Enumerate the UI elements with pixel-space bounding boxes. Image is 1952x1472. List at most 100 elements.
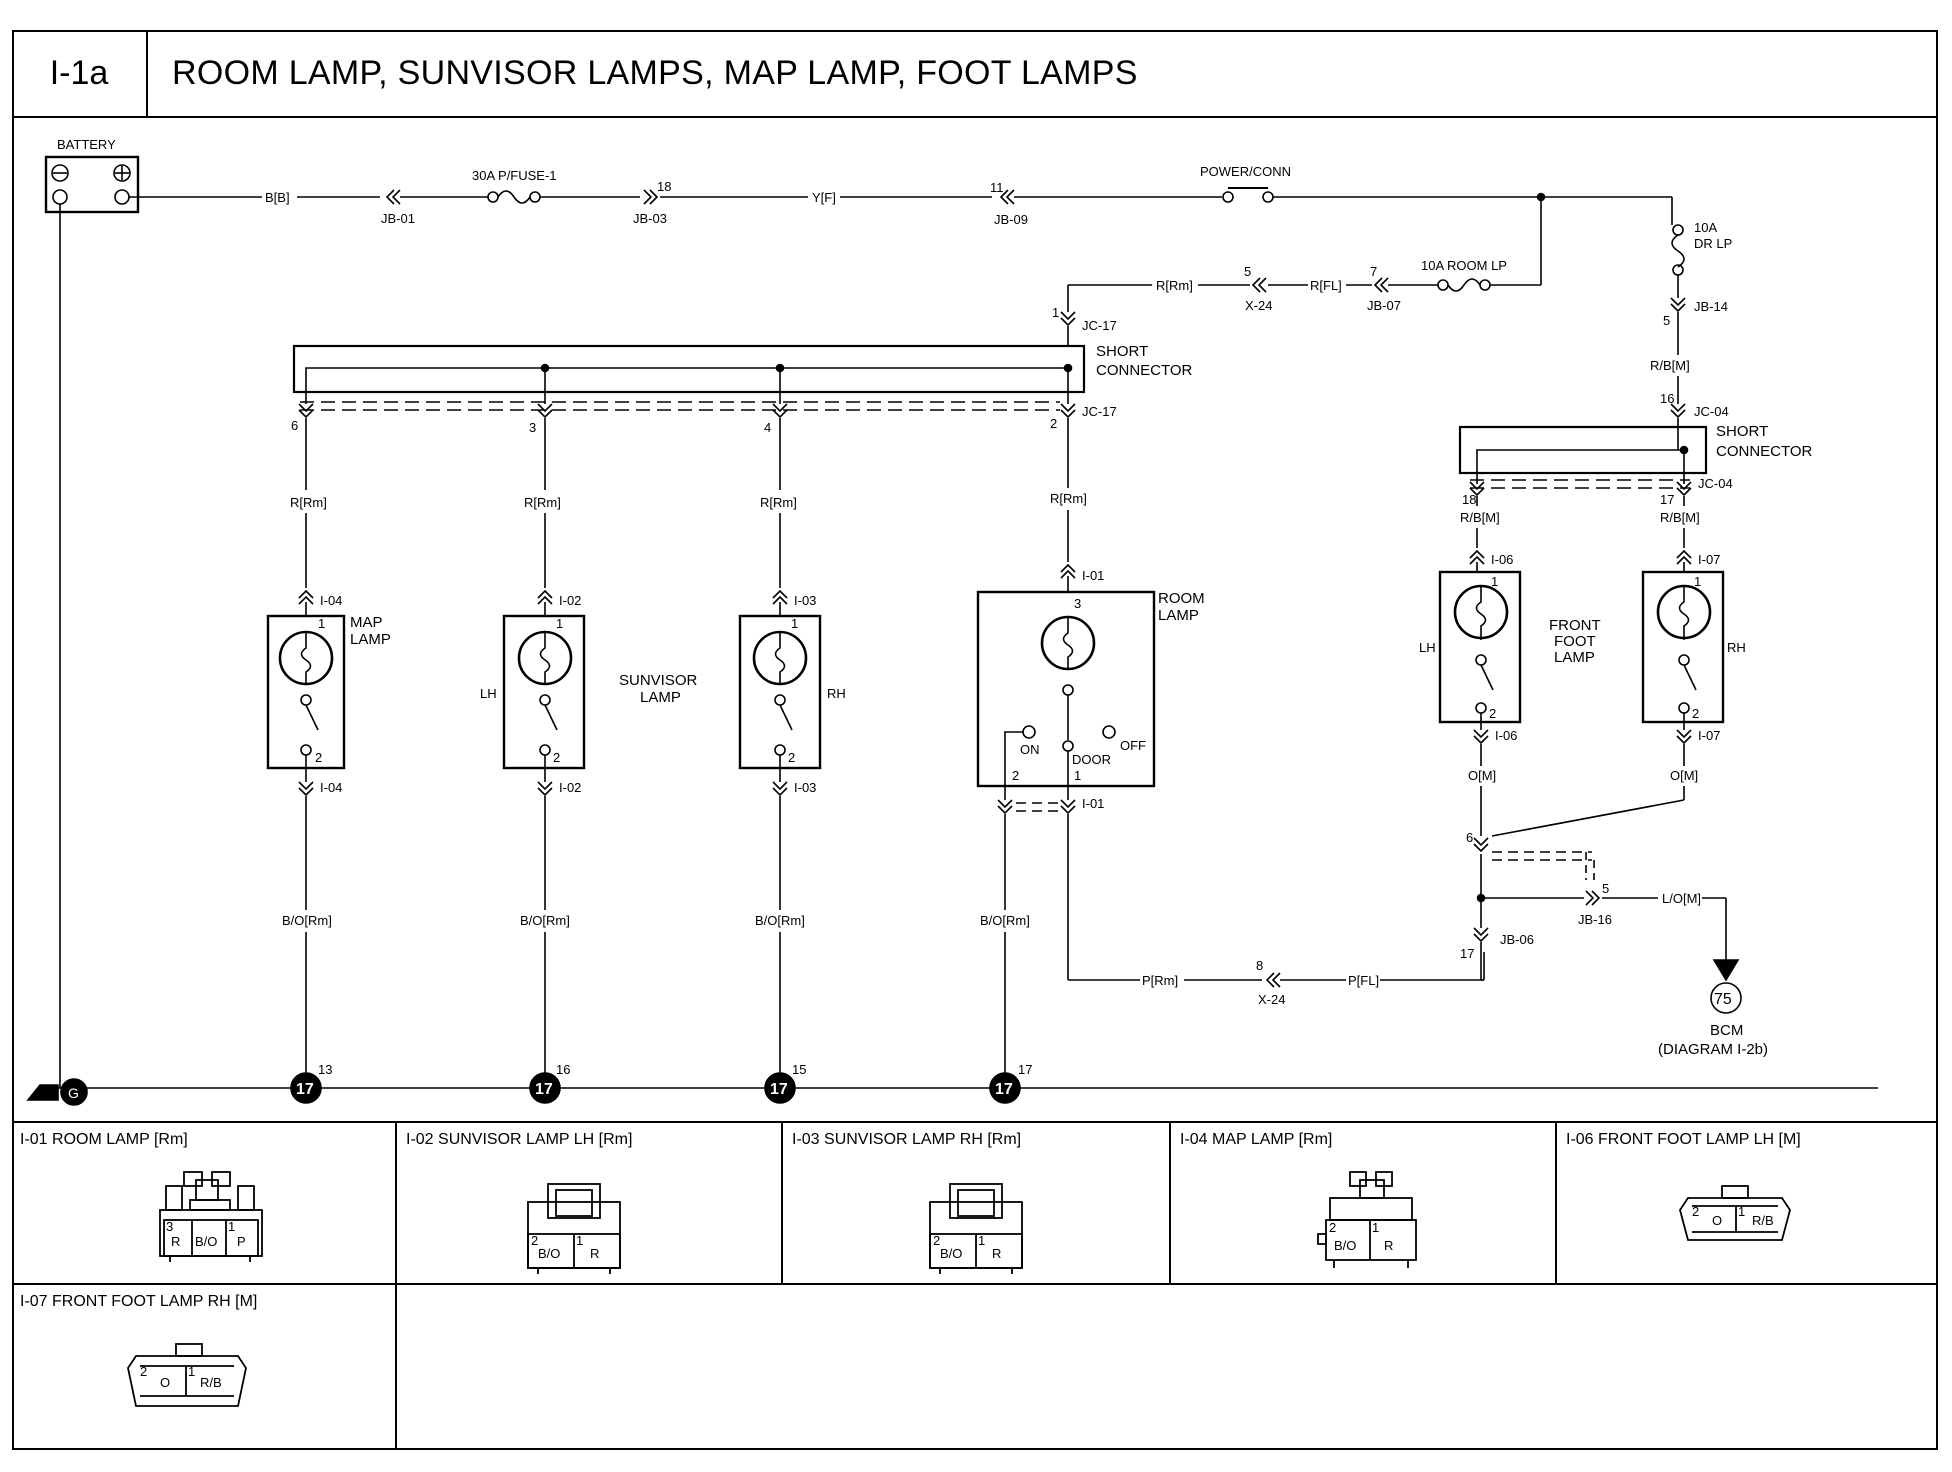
wire-lom-label: L/O[M] xyxy=(1662,891,1701,906)
sv-rh-pin1: 1 xyxy=(791,616,798,631)
jb06-connector xyxy=(1473,927,1489,942)
jc17-out-label: JC-17 xyxy=(1082,404,1117,419)
room-lamp-label: ROOM xyxy=(1158,590,1205,607)
split-connector xyxy=(1473,837,1489,852)
sv-rh-side: RH xyxy=(827,686,846,701)
ff-rh-side: RH xyxy=(1727,640,1746,655)
map-lamp-pin2: 2 xyxy=(315,750,322,765)
conn-i01-wire-a: R xyxy=(171,1234,180,1249)
ff-rh-connector-bot xyxy=(1676,729,1692,744)
conn-i01-pin-a: 3 xyxy=(166,1219,173,1234)
jb09-pin: 11 xyxy=(990,180,1004,195)
front-foot-lamp-lh xyxy=(1438,570,1522,724)
map-lamp-conn-bot: I-04 xyxy=(320,780,342,795)
map-lamp-label: MAP xyxy=(350,614,383,631)
x24-connector xyxy=(1252,277,1267,293)
fuse-10a-room xyxy=(1437,278,1491,292)
jb14-label: JB-14 xyxy=(1694,299,1728,314)
ground-13-num: 17 xyxy=(296,1081,314,1098)
ground-17-num: 17 xyxy=(995,1081,1013,1098)
jb07-label: JB-07 xyxy=(1367,298,1401,313)
power-conn-label: POWER/CONN xyxy=(1200,164,1291,179)
x24-bottom-connector xyxy=(1266,972,1281,988)
jc04-pin18: 18 xyxy=(1462,492,1476,507)
x24-bottom-pin: 8 xyxy=(1256,958,1263,973)
jb07-pin: 7 xyxy=(1370,264,1377,279)
short-connector-1 xyxy=(292,344,1086,411)
room-lamp-off: OFF xyxy=(1120,738,1146,753)
ground-15-num: 17 xyxy=(770,1081,788,1098)
sv-rh-wire-bot-label: B/O[Rm] xyxy=(755,913,805,928)
front-foot-label3: LAMP xyxy=(1554,649,1595,666)
ground-point-15 xyxy=(764,1072,796,1104)
jb07-connector xyxy=(1374,277,1389,293)
front-foot-lamp-rh xyxy=(1641,570,1725,724)
conn-i02-title: I-02 SUNVISOR LAMP LH [Rm] xyxy=(406,1131,632,1148)
conn-i06-face xyxy=(1679,1185,1791,1241)
conn-i02-wire-a: B/O xyxy=(538,1246,560,1261)
ff-lh-wire-top-label: R/B[M] xyxy=(1460,510,1500,525)
front-foot-label: FRONT xyxy=(1549,617,1601,634)
ground-symbol xyxy=(26,1078,88,1106)
conn-i04-pin-a: 2 xyxy=(1329,1220,1336,1235)
room-lamp-on: ON xyxy=(1020,742,1040,757)
short-connector-1-label: SHORT xyxy=(1096,343,1148,360)
conn-i06-wire-a: O xyxy=(1712,1213,1722,1228)
pin-6: 6 xyxy=(291,418,298,433)
ff-rh-wire-top-label: R/B[M] xyxy=(1660,510,1700,525)
diagram-frame xyxy=(12,30,1938,1450)
jb16-pin: 5 xyxy=(1602,881,1609,896)
ff-rh-wire-bot-label: O[M] xyxy=(1670,768,1698,783)
bcm-reference xyxy=(1710,982,1742,1014)
room-lamp-conn-bot: I-01 xyxy=(1082,796,1104,811)
ground-point-13 xyxy=(290,1072,322,1104)
conn-i07-face xyxy=(127,1343,247,1407)
conn-i04-wire-b: R xyxy=(1384,1238,1393,1253)
room-lamp-connector-bot-right xyxy=(1060,799,1076,814)
pin-2: 2 xyxy=(1050,416,1057,431)
jc04-in-label: JC-04 xyxy=(1694,404,1729,419)
short-connector-2-label: SHORT xyxy=(1716,423,1768,440)
conn-i02-face xyxy=(527,1183,621,1274)
sv-lh-side: LH xyxy=(480,686,497,701)
wire-prm-label: P[Rm] xyxy=(1142,973,1178,988)
ff-rh-pin2: 2 xyxy=(1692,706,1699,721)
pin-3: 3 xyxy=(529,420,536,435)
battery-symbol xyxy=(44,155,140,214)
room-lamp-connector-bot-left xyxy=(997,799,1013,814)
jb14-connector xyxy=(1670,297,1686,312)
short-connector-2 xyxy=(1458,425,1708,489)
jb06-label: JB-06 xyxy=(1500,932,1534,947)
ground-16-pin: 16 xyxy=(556,1062,570,1077)
wire-rfl-label: R[FL] xyxy=(1310,278,1342,293)
conn-i03-title: I-03 SUNVISOR LAMP RH [Rm] xyxy=(792,1131,1021,1148)
sv-lh-connector-bot xyxy=(537,781,553,796)
conn-i04-face xyxy=(1317,1171,1417,1268)
fuse-30a-label: 30A P/FUSE-1 xyxy=(472,168,557,183)
conn-i03-pin-b: 1 xyxy=(978,1233,985,1248)
conn-i07-pin-a: 2 xyxy=(140,1364,147,1379)
x24-bottom-label: X-24 xyxy=(1258,992,1285,1007)
sv-lh-wire-top-label: R[Rm] xyxy=(524,495,561,510)
map-lamp-connector-bot xyxy=(298,781,314,796)
ground-16-num: 17 xyxy=(535,1081,553,1098)
jb01-label: JB-01 xyxy=(381,211,415,226)
room-lamp-pin2: 2 xyxy=(1012,768,1019,783)
conn-i02-wire-b: R xyxy=(590,1246,599,1261)
fuse-30a xyxy=(487,190,541,204)
conn-i01-wire-b: B/O xyxy=(195,1234,217,1249)
conn-i06-title: I-06 FRONT FOOT LAMP LH [M] xyxy=(1566,1131,1801,1148)
sv-lh-conn-top: I-02 xyxy=(559,593,581,608)
ground-13-pin: 13 xyxy=(318,1062,332,1077)
jc17-in-pin: 1 xyxy=(1052,305,1059,320)
sv-lh-wire-bot-label: B/O[Rm] xyxy=(520,913,570,928)
conn-i07-pin-b: 1 xyxy=(188,1364,195,1379)
room-wire-top-label: R[Rm] xyxy=(1050,491,1087,506)
sunvisor-label2: LAMP xyxy=(640,689,681,706)
short-connector-1-label2: CONNECTOR xyxy=(1096,362,1193,379)
sv-lh-pin2: 2 xyxy=(553,750,560,765)
power-conn-switch xyxy=(1222,187,1274,203)
conn-i03-wire-a: B/O xyxy=(940,1246,962,1261)
wire-yf-label: Y[F] xyxy=(812,190,836,205)
conn-i06-wire-b: R/B xyxy=(1752,1213,1774,1228)
